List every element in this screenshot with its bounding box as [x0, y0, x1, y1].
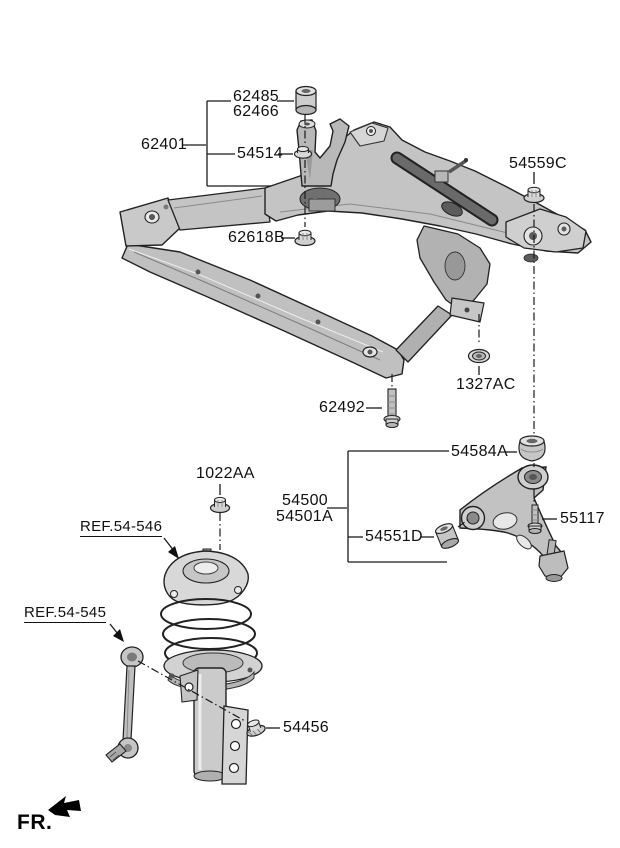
- stabilizer-link-drawing: [105, 646, 144, 763]
- label-54456[interactable]: 54456: [283, 719, 329, 736]
- fr-direction-label: FR.: [17, 811, 53, 834]
- part-bushing-54551d: [434, 523, 460, 549]
- label-ref-54-545[interactable]: REF.54-545: [24, 604, 107, 623]
- crossmember-drawing: [119, 118, 592, 379]
- part-bushing-62485: [295, 85, 317, 116]
- label-62485[interactable]: 62485: [233, 88, 279, 105]
- label-54501a[interactable]: 54501A: [276, 508, 333, 525]
- ref545-arrowhead: [113, 629, 124, 642]
- part-nut-54559c: [523, 186, 545, 204]
- label-54551d[interactable]: 54551D: [365, 528, 423, 545]
- label-62401[interactable]: 62401: [141, 136, 187, 153]
- label-54500[interactable]: 54500: [282, 492, 328, 509]
- label-54584a[interactable]: 54584A: [451, 443, 508, 460]
- label-54559c[interactable]: 54559C: [509, 155, 567, 172]
- centerlines: [137, 115, 535, 722]
- ref546-arrowhead: [168, 546, 179, 559]
- leader-lines: [109, 100, 557, 729]
- member-hole: [195, 269, 201, 275]
- label-55117[interactable]: 55117: [560, 510, 605, 527]
- label-62492[interactable]: 62492: [319, 399, 365, 416]
- part-nut-54514: [293, 146, 313, 159]
- lower-control-arm-drawing: [459, 464, 569, 582]
- label-62466[interactable]: 62466: [233, 103, 279, 120]
- part-nut-54456: [246, 719, 266, 737]
- label-ref-54-546[interactable]: REF.54-546: [80, 518, 163, 537]
- strut-assembly-drawing: [160, 548, 263, 785]
- part-bushing-54584a: [518, 435, 546, 462]
- part-nut-1327ac: [467, 348, 491, 364]
- part-nut-62618b: [294, 229, 316, 247]
- label-54514[interactable]: 54514: [237, 145, 283, 162]
- fr-arrow-icon: [48, 796, 81, 817]
- part-bolt-62492: [383, 388, 401, 428]
- label-1022aa[interactable]: 1022AA: [196, 465, 255, 482]
- label-1327ac[interactable]: 1327AC: [456, 376, 516, 393]
- label-62618b[interactable]: 62618B: [228, 229, 285, 246]
- part-bolt-55117: [527, 504, 543, 534]
- part-nut-1022aa: [209, 496, 231, 514]
